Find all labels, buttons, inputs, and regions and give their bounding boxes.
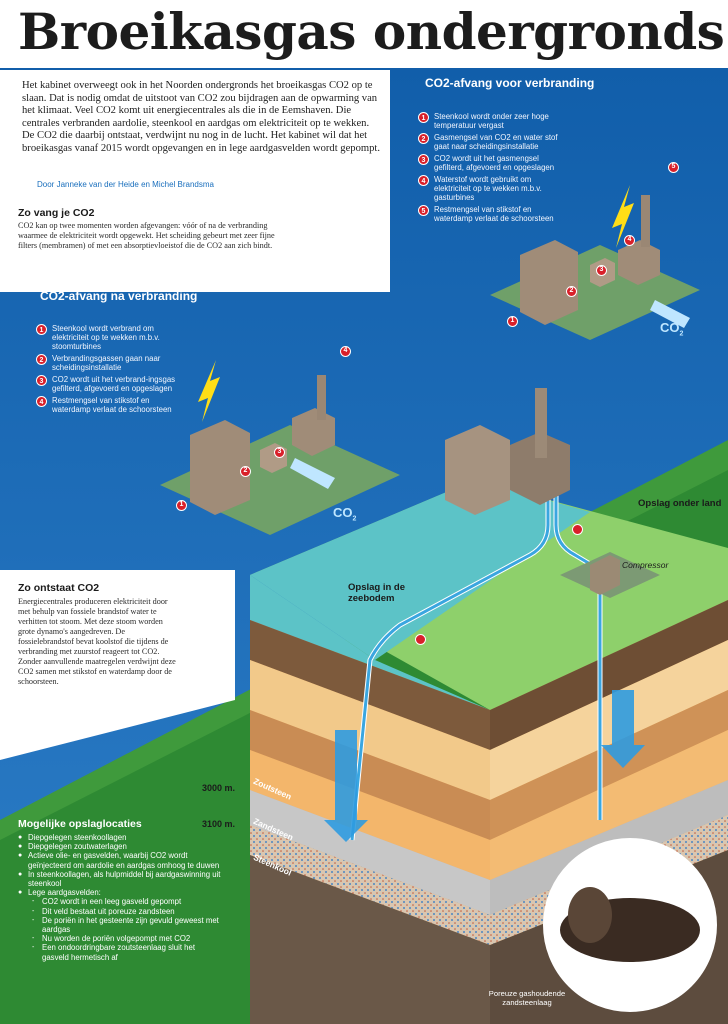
voor-step-num-3: 3 <box>418 154 429 165</box>
na-steps: 1 Steenkool wordt verbrand om elektricite… <box>36 324 176 417</box>
voor-step-num-2: 2 <box>418 133 429 144</box>
na-title: CO2-afvang na verbranding <box>40 289 198 303</box>
voor-title: CO2-afvang voor verbranding <box>425 76 595 90</box>
byline: Door Janneke van der Heide en Michel Bra… <box>37 180 214 189</box>
opslag-subitem: CO2 wordt in een leeg gasveld gepompt <box>18 897 223 906</box>
opslag-subitem: De poriën in het gesteente zijn gevuld g… <box>18 916 223 934</box>
voor-step-text-5: Restmengsel van stikstof en waterdamp ve… <box>434 205 554 223</box>
depth-3100: 3100 m. <box>202 819 236 829</box>
opslag-subitem: Dit veld bestaat uit poreuze zandsteen <box>18 907 223 916</box>
opslag-item: Actieve olie- en gasvelden, waarbij CO2 … <box>18 851 223 869</box>
na-step-text-2: Verbrandingsgassen gaan naar scheidingsi… <box>52 354 161 372</box>
voor-step-num-4: 4 <box>418 175 429 186</box>
na-step-num-1: 1 <box>36 324 47 335</box>
voor-step-3: 3 CO2 wordt uit het gasmengsel gefilterd,… <box>418 154 558 172</box>
na-marker-3: 3 <box>274 447 285 458</box>
ontstaat-text: Energiecentrales produceren elektricitei… <box>18 597 176 686</box>
co2-text: CO <box>660 320 680 335</box>
na-step-4: 4 Restmengsel van stikstof en waterdamp v… <box>36 396 176 414</box>
na-step-3: 3 CO2 wordt uit het verbrand-ingsgas gefi… <box>36 375 176 393</box>
zo-vang-text: CO2 kan op twee momenten worden afgevang… <box>18 221 275 250</box>
voor-step-text-4: Waterstof wordt gebruikt om elektricitei… <box>434 175 542 202</box>
voor-marker-2: 2 <box>566 286 577 297</box>
na-marker-1: 1 <box>176 500 187 511</box>
zo-vang-heading: Zo vang je CO2 <box>18 207 95 219</box>
opslag-item: Diepgelegen zoutwaterlagen <box>18 842 223 851</box>
voor-step-num-1: 1 <box>418 112 429 123</box>
opslag-subitem: Een ondoordringbare zoutsteenlaag sluit … <box>18 943 223 961</box>
label-opslag-land: Opslag onder land <box>638 498 722 509</box>
voor-steps: 1 Steenkool wordt onder zeer hoge tempera… <box>418 112 558 226</box>
depth-3000: 3000 m. <box>202 783 236 793</box>
co2-sub: 2 <box>679 330 684 338</box>
intro-panel <box>0 70 390 292</box>
na-step-num-2: 2 <box>36 354 47 365</box>
na-marker-2: 2 <box>240 466 251 477</box>
voor-step-4: 4 Waterstof wordt gebruikt om elektricite… <box>418 175 558 202</box>
marker-opslag-zee <box>415 634 426 645</box>
ontstaat-heading: Zo ontstaat CO2 <box>18 582 100 594</box>
co2-sub: 2 <box>352 515 357 523</box>
voor-step-1: 1 Steenkool wordt onder zeer hoge tempera… <box>418 112 558 130</box>
na-step-2: 2 Verbrandingsgassen gaan naar scheidings… <box>36 354 176 372</box>
voor-marker-5: 5 <box>668 162 679 173</box>
label-opslag-zee: Opslag in de zeebodem <box>348 582 406 604</box>
voor-step-2: 2 Gasmengsel van CO2 en water stof gaat n… <box>418 133 558 151</box>
voor-step-num-5: 5 <box>418 205 429 216</box>
na-step-text-3: CO2 wordt uit het verbrand-ingsgas gefil… <box>52 375 176 393</box>
co2-label-na: CO2 <box>333 505 356 523</box>
voor-step-text-3: CO2 wordt uit het gasmengsel gefilterd, … <box>434 154 555 172</box>
co2-text: CO <box>333 505 353 520</box>
na-step-num-3: 3 <box>36 375 47 386</box>
opslag-item: Lege aardgasvelden: <box>18 888 223 897</box>
opslag-item: Diepgelegen steenkoollagen <box>18 833 223 842</box>
intro-text: Het kabinet overweegt ook in het Noorden… <box>22 80 381 154</box>
voor-step-text-2: Gasmengsel van CO2 en water stof gaat na… <box>434 133 558 151</box>
na-step-text-4: Restmengsel van stikstof en waterdamp ve… <box>52 396 172 414</box>
opslag-list: Diepgelegen steenkoollagen Diepgelegen z… <box>18 833 223 962</box>
opslag-title: Mogelijke opslaglocaties <box>18 818 142 830</box>
core-sample-caption: Poreuze gashoudende zandsteenlaag <box>488 989 566 1007</box>
na-step-num-4: 4 <box>36 396 47 407</box>
voor-marker-1: 1 <box>507 316 518 327</box>
na-step-1: 1 Steenkool wordt verbrand om elektricite… <box>36 324 176 351</box>
opslag-subitem: Nu worden de poriën volgepompt met CO2 <box>18 934 223 943</box>
page-title: Broeikasgas ondergronds <box>18 2 725 61</box>
voor-step-text-1: Steenkool wordt onder zeer hoge temperat… <box>434 112 549 130</box>
co2-label-voor: CO2 <box>660 320 683 338</box>
marker-opslag-land <box>572 524 583 535</box>
voor-marker-3: 3 <box>596 265 607 276</box>
na-marker-4: 4 <box>340 346 351 357</box>
na-step-text-1: Steenkool wordt verbrand om elektricitei… <box>52 324 160 351</box>
opslag-item: In steenkoollagen, als hulpmiddel bij aa… <box>18 870 223 888</box>
label-compressor: Compressor <box>622 560 669 570</box>
voor-marker-4: 4 <box>624 235 635 246</box>
voor-step-5: 5 Restmengsel van stikstof en waterdamp v… <box>418 205 558 223</box>
